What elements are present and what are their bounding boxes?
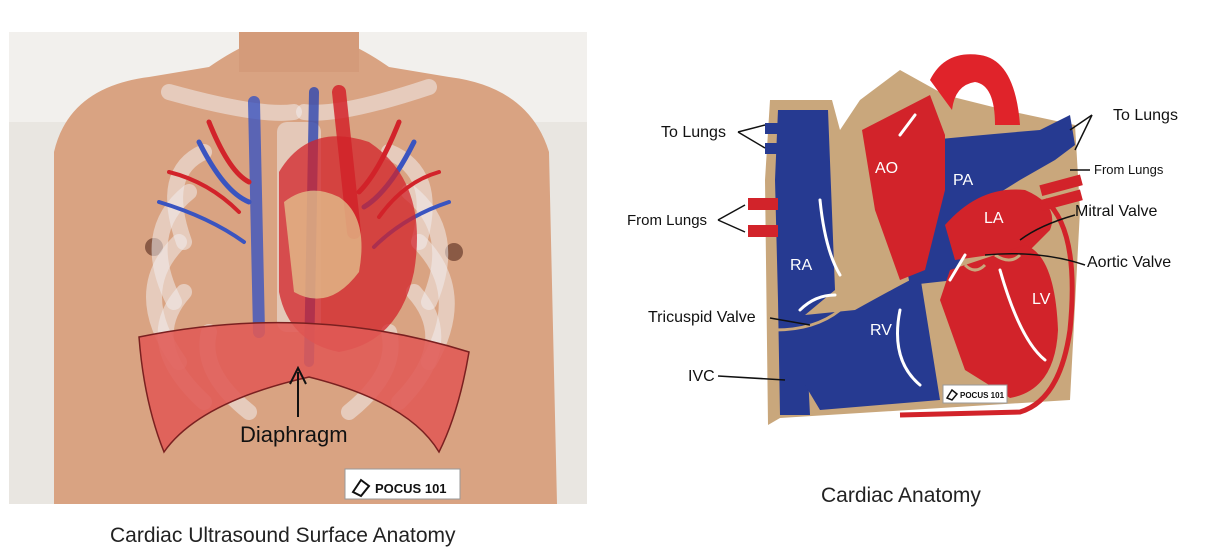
label-pa: PA [953,172,973,189]
label-to-lungs-left: To Lungs [661,124,726,141]
diaphragm-arrowhead [289,365,307,385]
label-ra: RA [790,257,813,274]
pocus-logo: POCUS 101 [344,468,461,500]
flow-arrows [798,113,1047,387]
right-atrium-svc-ivc [775,110,835,415]
label-rv: RV [870,322,892,339]
pointer-lines [717,114,1093,381]
probe-icon [351,478,371,498]
tricuspid-valve [774,308,841,332]
logo-text: POCUS 101 [375,481,447,496]
pocus-logo-right: POCUS 101 [942,384,1008,404]
nipple-left [445,243,463,261]
pulmonary-arteries-left [765,123,795,154]
cardiac-anatomy-diagram: RA RV AO PA LA LV To Lungs To Lungs From… [600,40,1200,470]
left-ventricle [940,245,1058,398]
label-ao: AO [875,160,898,177]
caption-surface-anatomy: Cardiac Ultrasound Surface Anatomy [110,524,456,547]
neck [239,32,359,72]
heart-atria [284,190,362,299]
logo-text-right: POCUS 101 [960,391,1005,400]
aortic-valve [963,263,987,272]
cardiac-anatomy-svg: RA RV AO PA LA LV To Lungs To Lungs From… [627,54,1178,425]
pulmonary-veins-left [748,198,778,237]
left-atrium [945,189,1053,260]
aorta [862,95,945,280]
diaphragm-label: Diaphragm [240,422,348,447]
label-tricuspid-valve: Tricuspid Valve [648,309,756,326]
label-aortic-valve: Aortic Valve [1087,254,1171,271]
aortic-arch [930,54,1020,125]
right-ventricle [805,275,940,410]
chamber-labels: RA RV AO PA LA LV [790,160,1051,339]
diaphragm [138,321,470,454]
label-from-lungs-left: From Lungs [627,212,707,229]
probe-icon-right [945,388,959,401]
label-ivc: IVC [688,368,715,385]
label-la: LA [984,210,1004,227]
label-to-lungs-right: To Lungs [1113,107,1178,124]
label-lv: LV [1032,291,1051,308]
pulmonary-veins-right [1039,174,1083,211]
caption-cardiac-anatomy: Cardiac Anatomy [821,484,981,507]
mitral-valve [994,253,1022,262]
surface-anatomy-svg: Diaphragm POCUS 101 [9,32,587,504]
surface-anatomy-image: Diaphragm POCUS 101 [9,32,587,504]
label-mitral-valve: Mitral Valve [1075,203,1157,220]
external-labels: To Lungs To Lungs From Lungs From Lungs … [627,107,1178,385]
label-from-lungs-right: From Lungs [1094,162,1164,177]
lv-epicardium [899,198,1075,418]
